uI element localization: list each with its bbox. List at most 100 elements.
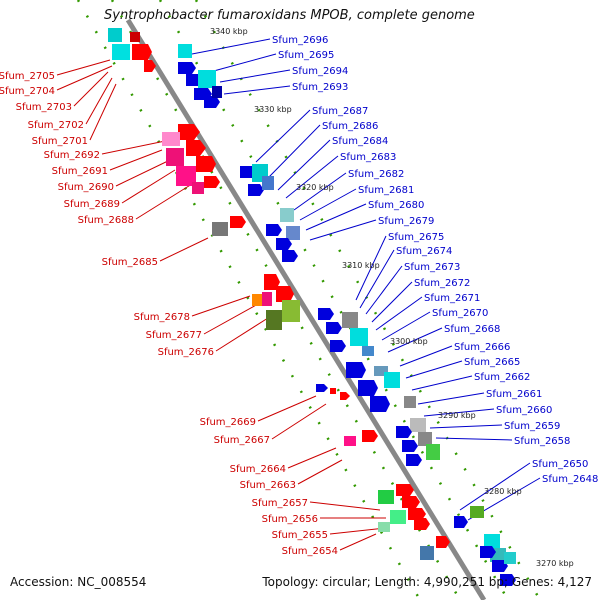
right-leader-line (387, 327, 443, 353)
gene-label-left[interactable]: Sfum_2685 (102, 257, 158, 268)
gene-arrow (414, 518, 430, 530)
gene-label-right[interactable]: Sfum_2683 (340, 152, 396, 163)
right-leader-line (219, 69, 291, 83)
gene-label-left[interactable]: Sfum_2691 (52, 166, 108, 177)
gene-label-left[interactable]: Sfum_2702 (28, 120, 84, 131)
gene-label-left[interactable]: Sfum_2703 (16, 102, 72, 113)
right-leader-line (293, 172, 347, 211)
gene-label-left[interactable]: Sfum_2657 (252, 498, 308, 509)
gene-label-right[interactable]: Sfum_2680 (368, 200, 424, 211)
gene-label-left[interactable]: Sfum_2688 (78, 215, 134, 226)
gene-label-left[interactable]: Sfum_2705 (0, 71, 55, 82)
gene-arrow (132, 44, 152, 60)
left-leader-line (329, 527, 387, 535)
kbp-tick-label: 3320 kbp (296, 183, 334, 192)
gene-label-right[interactable]: Sfum_2684 (332, 136, 388, 147)
gene-label-right[interactable]: Sfum_2675 (388, 232, 444, 243)
gene-label-right[interactable]: Sfum_2681 (358, 185, 414, 196)
gene-label-right[interactable]: Sfum_2662 (474, 372, 530, 383)
track-dots-outer-left (76, 0, 422, 600)
gene-label-right[interactable]: Sfum_2648 (542, 474, 598, 485)
gene-label-right[interactable]: Sfum_2687 (312, 106, 368, 117)
gene-arrow (362, 430, 378, 442)
gene-block (176, 166, 196, 186)
gene-block (282, 300, 300, 322)
gene-block (266, 310, 282, 330)
gene-block (108, 28, 122, 42)
gene-block (330, 388, 336, 394)
gene-label-right[interactable]: Sfum_2670 (432, 308, 488, 319)
gene-label-left[interactable]: Sfum_2676 (158, 347, 214, 358)
gene-label-right[interactable]: Sfum_2695 (278, 50, 334, 61)
right-leader-line (375, 296, 423, 331)
left-leader-line (101, 139, 171, 155)
left-leader-line (89, 83, 117, 141)
left-leader-line (85, 77, 113, 125)
right-leader-line (405, 360, 463, 379)
gene-label-right[interactable]: Sfum_2658 (514, 436, 570, 447)
gene-label-left[interactable]: Sfum_2654 (282, 546, 338, 557)
gene-label-right[interactable]: Sfum_2661 (486, 389, 542, 400)
gene-label-left[interactable]: Sfum_2669 (200, 417, 256, 428)
gene-label-left[interactable]: Sfum_2655 (272, 530, 328, 541)
gene-label-left[interactable]: Sfum_2692 (44, 150, 100, 161)
gene-arrow (316, 384, 328, 392)
gene-label-right[interactable]: Sfum_2694 (292, 66, 348, 77)
left-leader-line (73, 71, 109, 107)
gene-label-right[interactable]: Sfum_2696 (272, 35, 328, 46)
gene-arrow (340, 392, 350, 400)
gene-label-left[interactable]: Sfum_2667 (214, 435, 270, 446)
gene-label-left[interactable]: Sfum_2678 (134, 312, 190, 323)
gene-label-right[interactable]: Sfum_2682 (348, 169, 404, 180)
gene-label-right[interactable]: Sfum_2679 (378, 216, 434, 227)
gene-arrow (204, 176, 220, 188)
gene-arrow (178, 62, 196, 74)
gene-label-left[interactable]: Sfum_2689 (64, 199, 120, 210)
gene-block (252, 294, 262, 306)
left-leader-line (339, 533, 377, 551)
gene-label-right[interactable]: Sfum_2659 (504, 421, 560, 432)
gene-label-right[interactable]: Sfum_2660 (496, 405, 552, 416)
gene-arrow (396, 484, 414, 496)
gene-label-right[interactable]: Sfum_2666 (454, 342, 510, 353)
gene-label-right[interactable]: Sfum_2668 (444, 324, 500, 335)
gene-label-left[interactable]: Sfum_2677 (146, 330, 202, 341)
kbp-tick-label: 3290 kbp (438, 411, 476, 420)
gene-label-left[interactable]: Sfum_2701 (32, 136, 88, 147)
right-leader-line (411, 375, 473, 391)
gene-arrow (186, 140, 206, 156)
gene-arrow (248, 184, 264, 196)
gene-block (192, 182, 204, 194)
left-leader-line (56, 59, 111, 76)
gene-label-right[interactable]: Sfum_2650 (532, 459, 588, 470)
gene-arrow (330, 340, 346, 352)
right-leader-line (309, 219, 377, 241)
gene-arrow (178, 124, 200, 140)
gene-block (262, 292, 272, 306)
gene-label-right[interactable]: Sfum_2686 (322, 121, 378, 132)
gene-block (286, 226, 300, 240)
gene-label-left[interactable]: Sfum_2656 (262, 514, 318, 525)
gene-label-left[interactable]: Sfum_2704 (0, 86, 55, 97)
gene-label-right[interactable]: Sfum_2665 (464, 357, 520, 368)
gene-block (418, 432, 432, 446)
gene-label-right[interactable]: Sfum_2671 (424, 293, 480, 304)
gene-arrow (196, 156, 216, 172)
gene-label-right[interactable]: Sfum_2673 (404, 262, 460, 273)
genome-axis (125, 18, 487, 600)
gene-arrow (282, 250, 298, 262)
gene-label-right[interactable]: Sfum_2672 (414, 278, 470, 289)
left-leader-line (271, 403, 327, 440)
gene-label-right[interactable]: Sfum_2674 (396, 246, 452, 257)
gene-label-left[interactable]: Sfum_2663 (240, 480, 296, 491)
left-leader-line (56, 65, 113, 91)
left-leader-line (121, 169, 176, 204)
gene-arrow (266, 224, 282, 236)
gene-arrow (358, 380, 378, 396)
gene-label-left[interactable]: Sfum_2664 (230, 464, 286, 475)
gene-label-right[interactable]: Sfum_2693 (292, 82, 348, 93)
gene-block (112, 44, 130, 60)
gene-label-left[interactable]: Sfum_2690 (58, 182, 114, 193)
genome-summary-text: Topology: circular; Length: 4,990,251 bp… (262, 575, 592, 589)
